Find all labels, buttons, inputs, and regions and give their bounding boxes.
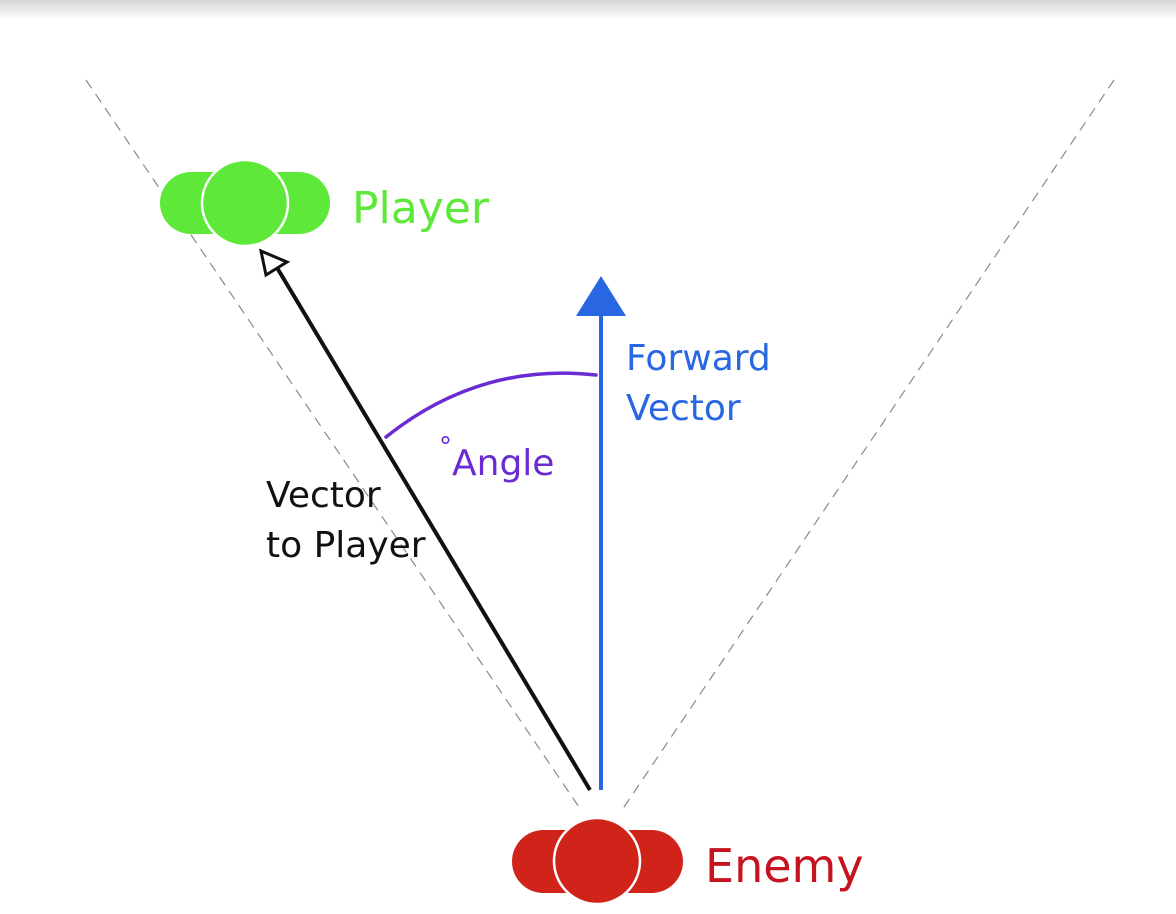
- view-cone-left-edge: [85, 79, 582, 811]
- vector-to-player-line: [274, 264, 592, 792]
- vector-to-player-label-line2: to Player: [266, 525, 426, 566]
- vector-to-player-arrowhead: [258, 248, 291, 278]
- vector-to-player-label-line1: Vector: [266, 475, 381, 516]
- player-label: Player: [352, 183, 490, 234]
- forward-vector-label-line2: Vector: [626, 388, 741, 429]
- forward-vector-label-line1: Forward: [626, 338, 771, 379]
- forward-vector-arrowhead: [576, 276, 626, 316]
- angle-label: Angle: [452, 443, 554, 484]
- top-shadow-bar: [0, 0, 1176, 20]
- enemy-icon: [512, 816, 683, 906]
- angle-degree-symbol: °: [439, 432, 452, 462]
- enemy-label: Enemy: [705, 839, 864, 893]
- view-cone-right-edge: [621, 79, 1115, 811]
- player-icon: [160, 158, 330, 248]
- angle-arc: [384, 371, 598, 439]
